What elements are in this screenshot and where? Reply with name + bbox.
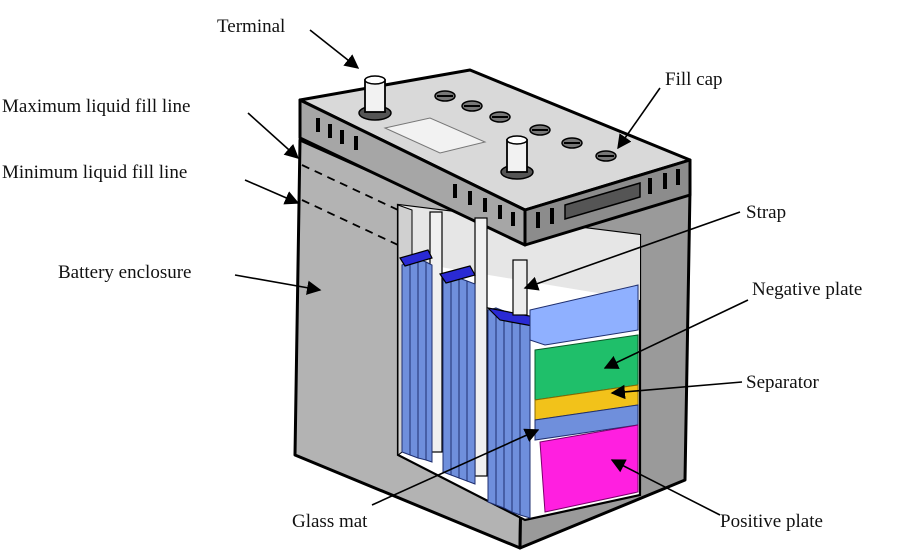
plate-blue-top <box>529 284 639 346</box>
leader-enclosure <box>234 274 322 295</box>
fill-cap-icon <box>529 124 551 136</box>
lid-label-plate <box>383 117 487 154</box>
label-min-fill: Minimum liquid fill line <box>2 162 187 183</box>
leader-glass-mat <box>371 428 540 506</box>
fill-caps <box>434 90 617 162</box>
label-separator: Separator <box>746 372 819 393</box>
handle-slot <box>564 181 641 221</box>
lid-vents-front <box>316 118 515 226</box>
plate-stack-cell-1 <box>401 258 433 463</box>
min-fill-line <box>301 199 399 246</box>
terminal-positive <box>500 135 534 180</box>
plate-stack-cell-3 <box>487 307 531 519</box>
leader-terminal <box>309 29 360 69</box>
label-fill-cap: Fill cap <box>665 69 723 90</box>
terminal-negative <box>358 75 392 121</box>
leader-positive <box>610 459 721 516</box>
fill-cap-icon <box>434 90 456 102</box>
fill-cap-icon <box>461 100 483 112</box>
label-glass-mat: Glass mat <box>292 511 368 532</box>
label-positive-plate: Positive plate <box>720 511 823 532</box>
label-negative-plate: Negative plate <box>752 279 862 300</box>
fill-cap-icon <box>561 137 583 149</box>
fill-cap-icon <box>489 111 511 123</box>
max-fill-line <box>301 164 399 211</box>
leader-max-fill <box>247 112 300 159</box>
label-strap: Strap <box>746 202 786 223</box>
leader-strap <box>523 211 741 291</box>
positive-plate <box>539 424 639 513</box>
plate-stack-cell-2 <box>442 274 476 485</box>
lid-vents-side <box>536 169 680 228</box>
label-max-fill: Maximum liquid fill line <box>2 96 190 117</box>
label-enclosure: Battery enclosure <box>58 262 191 283</box>
leader-separator <box>610 381 743 400</box>
leader-fill-cap <box>617 87 661 150</box>
leader-min-fill <box>244 179 300 205</box>
label-terminal: Terminal <box>217 16 285 37</box>
leader-negative <box>603 299 749 369</box>
fill-cap-icon <box>595 150 617 162</box>
